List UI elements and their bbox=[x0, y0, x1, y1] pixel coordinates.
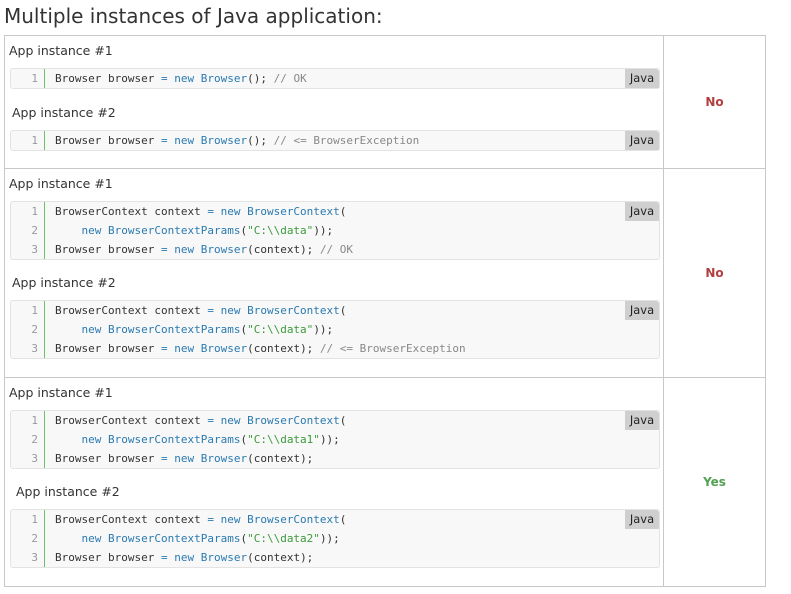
code-text: Browser browser = new Browser(context); bbox=[55, 452, 314, 465]
code-text: new BrowserContextParams("C:\\data1")); bbox=[81, 433, 340, 446]
code-text: Browser browser = new Browser(); // <= B… bbox=[55, 134, 420, 147]
language-badge: Java bbox=[625, 411, 659, 430]
line-number: 1 bbox=[11, 69, 45, 88]
language-badge: Java bbox=[625, 301, 659, 320]
code-line: 2 new BrowserContextParams("C:\\data1"))… bbox=[11, 430, 659, 449]
instance-label: App instance #1 bbox=[9, 385, 113, 400]
code-text: new BrowserContextParams("C:\\data2")); bbox=[81, 532, 340, 545]
result-cell: No bbox=[663, 35, 766, 169]
code-block: 1 BrowserContext context = new BrowserCon… bbox=[10, 509, 660, 568]
result-cell: No bbox=[663, 168, 766, 378]
line-number: 3 bbox=[11, 449, 45, 468]
line-number: 2 bbox=[11, 529, 45, 548]
instance-label: App instance #2 bbox=[16, 484, 120, 499]
code-line: 1 BrowserContext context = new BrowserCon… bbox=[11, 510, 659, 529]
line-number: 2 bbox=[11, 320, 45, 339]
code-line: 3 Browser browser = new Browser(context);… bbox=[11, 240, 659, 259]
line-number: 1 bbox=[11, 301, 45, 320]
line-number: 1 bbox=[11, 131, 45, 150]
instance-label: App instance #1 bbox=[9, 43, 113, 58]
code-text: BrowserContext context = new BrowserCont… bbox=[55, 205, 347, 218]
code-text: BrowserContext context = new BrowserCont… bbox=[55, 414, 347, 427]
line-number: 3 bbox=[11, 548, 45, 567]
code-block: 1 BrowserContext context = new BrowserCon… bbox=[10, 300, 660, 359]
instance-label: App instance #1 bbox=[9, 176, 113, 191]
code-line: 3 Browser browser = new Browser(context);… bbox=[11, 339, 659, 358]
result-cell: Yes bbox=[663, 377, 766, 587]
code-block: 1 BrowserContext context = new BrowserCon… bbox=[10, 201, 660, 260]
code-line: 2 new BrowserContextParams("C:\\data2"))… bbox=[11, 529, 659, 548]
line-number: 2 bbox=[11, 430, 45, 449]
code-text: new BrowserContextParams("C:\\data")); bbox=[81, 224, 334, 237]
code-line: 2 new BrowserContextParams("C:\\data")); bbox=[11, 221, 659, 240]
code-text: Browser browser = new Browser(context); … bbox=[55, 342, 466, 355]
language-badge: Java bbox=[625, 202, 659, 221]
code-line: 1 BrowserContext context = new BrowserCon… bbox=[11, 202, 659, 221]
code-text: Browser browser = new Browser(context); bbox=[55, 551, 314, 564]
code-block: 1 BrowserContext context = new BrowserCon… bbox=[10, 410, 660, 469]
code-line: 1 Browser browser = new Browser(); // <= … bbox=[11, 131, 659, 150]
language-badge: Java bbox=[625, 510, 659, 529]
language-badge: Java bbox=[625, 69, 659, 88]
instance-label: App instance #2 bbox=[12, 105, 116, 120]
page-title: Multiple instances of Java application: bbox=[4, 4, 383, 28]
line-number: 1 bbox=[11, 202, 45, 221]
code-block: 1 Browser browser = new Browser(); // <= … bbox=[10, 130, 660, 151]
code-text: BrowserContext context = new BrowserCont… bbox=[55, 513, 347, 526]
code-line: 3 Browser browser = new Browser(context); bbox=[11, 449, 659, 468]
line-number: 3 bbox=[11, 240, 45, 259]
code-line: 1 BrowserContext context = new BrowserCon… bbox=[11, 301, 659, 320]
code-line: 1 Browser browser = new Browser(); // OK bbox=[11, 69, 659, 88]
line-number: 1 bbox=[11, 510, 45, 529]
line-number: 2 bbox=[11, 221, 45, 240]
code-text: BrowserContext context = new BrowserCont… bbox=[55, 304, 347, 317]
line-number: 3 bbox=[11, 339, 45, 358]
code-text: Browser browser = new Browser(context); … bbox=[55, 243, 354, 256]
language-badge: Java bbox=[625, 131, 659, 150]
code-text: Browser browser = new Browser(); // OK bbox=[55, 72, 307, 85]
code-line: 3 Browser browser = new Browser(context); bbox=[11, 548, 659, 567]
code-block: 1 Browser browser = new Browser(); // OK J… bbox=[10, 68, 660, 89]
instance-label: App instance #2 bbox=[12, 275, 116, 290]
line-number: 1 bbox=[11, 411, 45, 430]
code-text: new BrowserContextParams("C:\\data")); bbox=[81, 323, 334, 336]
code-line: 1 BrowserContext context = new BrowserCon… bbox=[11, 411, 659, 430]
code-line: 2 new BrowserContextParams("C:\\data")); bbox=[11, 320, 659, 339]
